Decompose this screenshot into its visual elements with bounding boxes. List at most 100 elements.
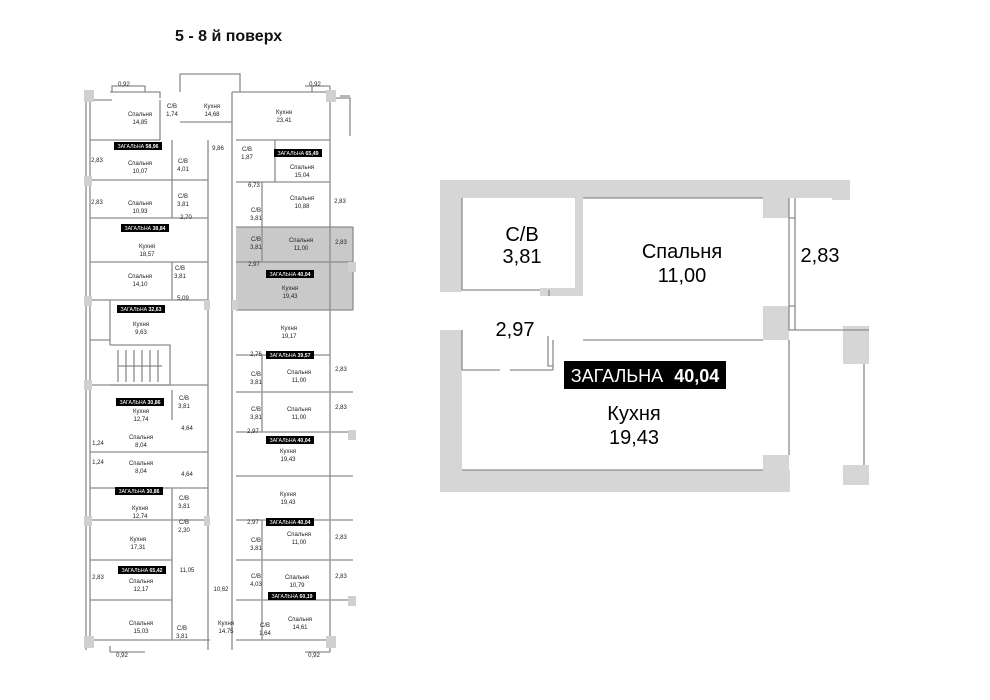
floor-area-label: С/В xyxy=(179,520,189,526)
floor-total-badge-text: ЗАГАЛЬНА 58,96 xyxy=(117,144,158,150)
floor-total-badge: ЗАГАЛЬНА 38,84 xyxy=(121,224,169,232)
floor-area-label: 4,03 xyxy=(250,582,262,588)
floor-area-label: Кухня xyxy=(133,322,149,328)
floor-area-label: С/В xyxy=(179,396,189,402)
floor-area-label: Кухня xyxy=(132,506,148,512)
floor-area-label: Спальня xyxy=(128,274,152,280)
floor-area-label: 1,24 xyxy=(92,460,104,466)
floor-area-label: 3,81 xyxy=(250,216,262,222)
floor-area-label: 6,73 xyxy=(248,183,260,189)
floor-area-label: 3,81 xyxy=(250,415,262,421)
floor-area-label: С/В xyxy=(175,266,185,272)
floor-area-label: 2,83 xyxy=(92,575,104,581)
svg-text:ЗАГАЛЬНА 40,04: ЗАГАЛЬНА 40,04 xyxy=(571,366,720,386)
bedroom-label: Спальня 11,00 xyxy=(642,241,722,287)
floor-area-label: Спальня xyxy=(129,461,153,467)
floor-area-label: 2,83 xyxy=(334,199,346,205)
floor-area-label: 14,85 xyxy=(132,120,148,126)
floor-area-label: 15,03 xyxy=(133,629,149,635)
floor-area-label: 3,81 xyxy=(250,546,262,552)
floor-area-label: Спальня xyxy=(288,617,312,623)
floor-area-label: 23,41 xyxy=(276,118,292,124)
floor-area-label: Спальня xyxy=(129,579,153,585)
floor-area-label: Спальня xyxy=(290,165,314,171)
floor-area-label: Спальня xyxy=(290,196,314,202)
floor-area-label: Спальня xyxy=(287,532,311,538)
floor-area-label: 10,07 xyxy=(132,169,148,175)
floor-area-label: 2,97 xyxy=(247,520,259,526)
floor-area-label: С/В xyxy=(251,538,261,544)
floor-total-badge-text: ЗАГАЛЬНА 40,04 xyxy=(269,438,310,444)
floor-total-badge: ЗАГАЛЬНА 40,04 xyxy=(266,270,314,278)
floor-total-badge-text: ЗАГАЛЬНА 32,63 xyxy=(120,307,161,313)
floor-area-label: 17,31 xyxy=(130,545,146,551)
floor-area-label: Спальня xyxy=(285,575,309,581)
kitchen-area: 19,43 xyxy=(609,427,659,449)
floor-area-label: 0,92 xyxy=(309,82,321,88)
floor-area-label: Кухня xyxy=(282,286,298,292)
selected-apartment-highlight xyxy=(236,227,353,310)
floor-area-label: 2,83 xyxy=(91,200,103,206)
apartment-walls xyxy=(440,180,869,492)
floor-area-label: С/В xyxy=(167,104,177,110)
floor-area-label: 12,74 xyxy=(133,417,149,423)
floor-area-label: С/В xyxy=(178,194,188,200)
floor-area-label: Кухня xyxy=(280,492,296,498)
floor-area-label: 11,05 xyxy=(180,568,195,574)
floor-area-label: Кухня xyxy=(218,621,234,627)
floor-area-label: С/В xyxy=(251,574,261,580)
floor-area-label: С/В xyxy=(251,208,261,214)
floor-area-label: Спальня xyxy=(287,370,311,376)
floor-area-label: 2,83 xyxy=(335,240,347,246)
floor-area-label: 1,87 xyxy=(241,155,253,161)
floor-total-badge-text: ЗАГАЛЬНА 40,04 xyxy=(269,520,310,526)
floor-area-label: 3,81 xyxy=(176,634,188,640)
floor-area-label: С/В xyxy=(251,237,261,243)
floor-area-label: 8,04 xyxy=(135,443,147,449)
floor-total-badge-text: ЗАГАЛЬНА 30,86 xyxy=(119,400,160,406)
kitchen-label: Кухня 19,43 xyxy=(607,403,661,449)
floor-area-label: 4,64 xyxy=(181,472,193,478)
floor-area-label: 12,17 xyxy=(133,587,149,593)
floor-area-label: С/В xyxy=(242,147,252,153)
bath-name: С/В xyxy=(505,224,538,246)
bedroom-name: Спальня xyxy=(642,241,722,263)
floor-area-label: 14,68 xyxy=(204,112,220,118)
floor-area-label: 9,86 xyxy=(212,146,224,152)
apartment-lines xyxy=(461,197,869,471)
floor-area-label: Спальня xyxy=(129,435,153,441)
floor-total-badge: ЗАГАЛЬНА 65,42 xyxy=(118,566,166,574)
floor-area-label: Спальня xyxy=(129,621,153,627)
floor-area-label: 3,81 xyxy=(178,404,190,410)
floor-area-label: 0,92 xyxy=(118,82,130,88)
floor-area-label: 14,61 xyxy=(292,625,308,631)
bath-label: С/В 3,81 xyxy=(503,224,542,268)
floor-area-label: 11,00 xyxy=(292,415,307,421)
floor-area-label: 2,76 xyxy=(250,352,262,358)
floor-area-label: 2,83 xyxy=(335,405,347,411)
total-area-label: ЗАГАЛЬНА xyxy=(571,366,663,386)
floor-area-label: 3,81 xyxy=(178,504,190,510)
floor-total-badge-text: ЗАГАЛЬНА 60,19 xyxy=(271,594,312,600)
floor-area-label: С/В xyxy=(178,159,188,165)
floor-area-label: 14,75 xyxy=(218,629,234,635)
floor-area-label: 19,17 xyxy=(281,334,297,340)
floor-total-badge-text: ЗАГАЛЬНА 40,04 xyxy=(269,272,310,278)
floor-area-label: С/В xyxy=(179,496,189,502)
floor-total-badge: ЗАГАЛЬНА 39,57 xyxy=(266,351,314,359)
floor-area-label: 2,30 xyxy=(178,528,190,534)
floor-area-label: 2,83 xyxy=(335,574,347,580)
floor-area-label: 11,00 xyxy=(292,540,307,546)
floor-area-label: 18,57 xyxy=(139,252,155,258)
floor-area-label: 11,00 xyxy=(294,246,309,252)
total-area-value: 40,04 xyxy=(674,366,719,386)
floor-area-label: 0,92 xyxy=(308,653,320,659)
floor-total-badge-text: ЗАГАЛЬНА 30,86 xyxy=(118,489,159,495)
floor-columns xyxy=(84,90,356,648)
floor-total-badge: ЗАГАЛЬНА 65,49 xyxy=(274,149,322,157)
floor-area-label: 1,24 xyxy=(92,441,104,447)
floor-total-badge-text: ЗАГАЛЬНА 65,42 xyxy=(121,568,162,574)
floor-area-label: 0,92 xyxy=(116,653,128,659)
